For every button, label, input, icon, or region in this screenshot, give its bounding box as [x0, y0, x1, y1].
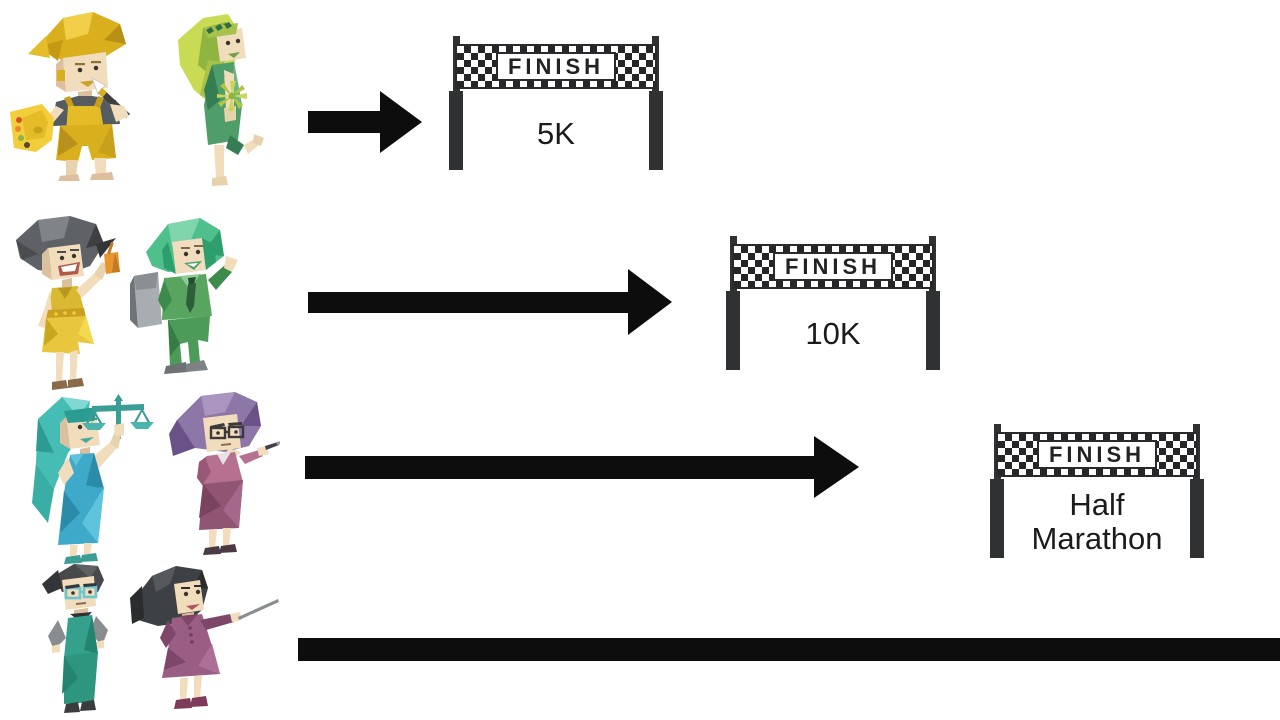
finish-banner-10k: FINISH 10K [724, 236, 942, 376]
character-person-with-teal-glasses [38, 562, 123, 717]
checkered-band: FINISH [996, 432, 1198, 477]
finish-banner-half-marathon: FINISH Half Marathon [988, 424, 1206, 564]
finish-text: FINISH [773, 252, 893, 281]
flower-woman-icon [178, 14, 264, 186]
flower-icon [217, 81, 247, 111]
artist-icon [10, 12, 130, 181]
drink-woman-icon [16, 216, 120, 390]
character-hiker-with-backpack [128, 216, 246, 386]
character-teacher-with-pointer [128, 562, 283, 717]
banner-post-right [926, 291, 940, 370]
character-artist-with-palette [8, 6, 168, 181]
finish-text: FINISH [496, 52, 616, 81]
character-woman-with-drink [8, 214, 128, 396]
teal-glasses-person-icon [42, 564, 108, 713]
banner-post-right [649, 91, 663, 170]
finish-text: FINISH [1037, 440, 1157, 469]
character-stern-woman-with-pen [165, 390, 280, 560]
justice-woman-icon [32, 394, 154, 564]
checkered-band: FINISH [455, 44, 657, 89]
distance-label-half-marathon: Half Marathon [1031, 487, 1163, 556]
finish-banner-5k: FINISH 5K [447, 36, 665, 176]
scales-of-justice-icon [82, 394, 154, 439]
banner-post-right [1190, 479, 1204, 558]
banner-post-left [449, 91, 463, 170]
hiker-icon [130, 218, 238, 374]
character-dancing-woman-with-flower [168, 10, 268, 190]
checkered-band: FINISH [732, 244, 934, 289]
teacher-icon [130, 566, 279, 709]
banner-post-left [726, 291, 740, 370]
character-woman-with-scales [28, 393, 163, 565]
distance-label-10k: 10K [805, 316, 861, 351]
stern-woman-icon [169, 392, 280, 555]
banner-post-left [990, 479, 1004, 558]
distance-label-5k: 5K [537, 116, 575, 151]
